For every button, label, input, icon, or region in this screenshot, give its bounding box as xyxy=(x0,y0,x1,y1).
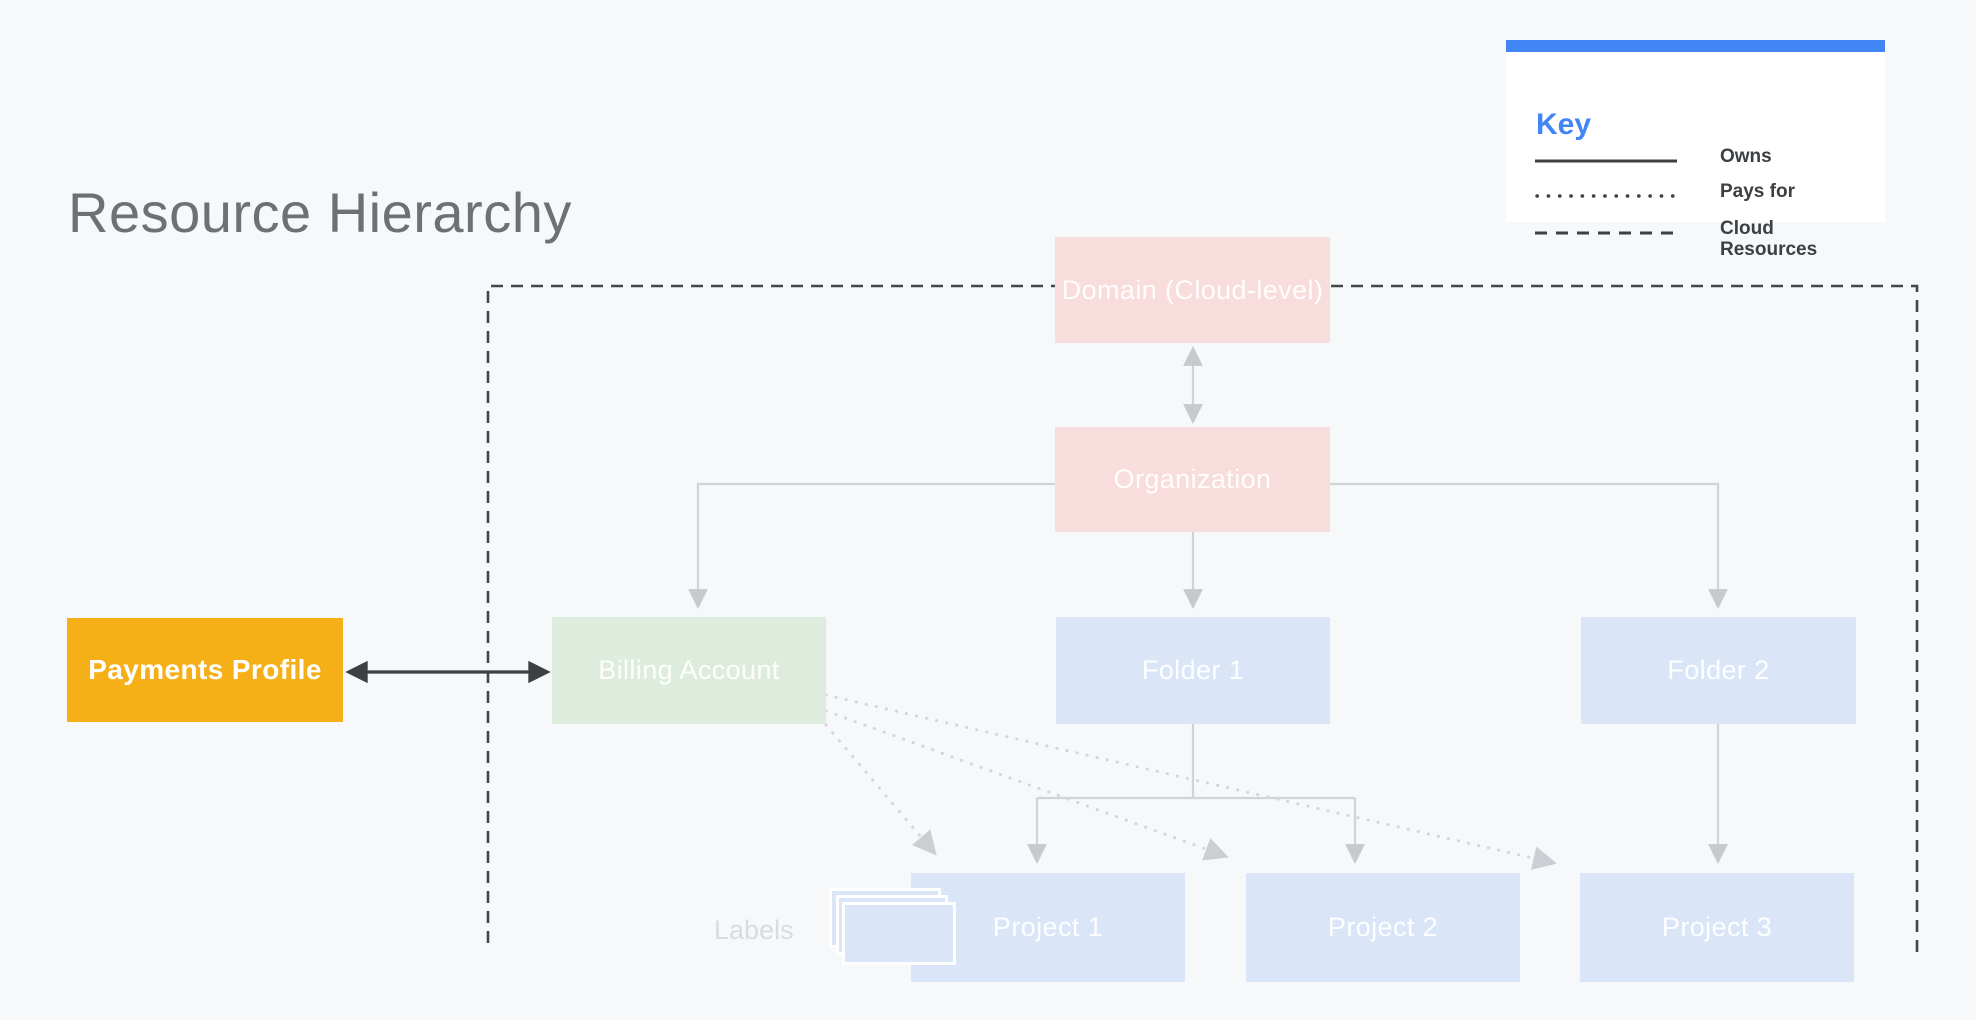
legend-accent-bar xyxy=(1506,40,1885,52)
node-domain-label: Domain (Cloud-level) xyxy=(1061,274,1324,305)
legend-label-owns: Owns xyxy=(1720,146,1772,167)
edge-organization-billing-account xyxy=(688,482,1055,609)
node-folder-2: Folder 2 xyxy=(1581,617,1856,724)
solid-line-sample-icon xyxy=(1535,159,1677,163)
node-folder-1: Folder 1 xyxy=(1056,617,1330,724)
node-payments-profile: Payments Profile xyxy=(67,618,343,722)
dashed-line-sample-icon xyxy=(1535,231,1677,235)
node-project-2: Project 2 xyxy=(1246,873,1520,982)
labels-caption: Labels xyxy=(714,915,794,945)
node-domain: Domain (Cloud-level) xyxy=(1055,237,1330,343)
legend-key-box: Key Owns Pays for Cloud Resources xyxy=(1506,40,1885,260)
node-billing-account-label: Billing Account xyxy=(598,655,780,685)
legend-label-pays-for: Pays for xyxy=(1720,181,1795,202)
node-folder-2-label: Folder 2 xyxy=(1667,655,1770,685)
edge-billing-project2 xyxy=(824,709,1229,861)
node-project-3-label: Project 3 xyxy=(1661,912,1773,942)
node-project-1: Project 1 xyxy=(911,873,1185,982)
edge-billing-project1 xyxy=(824,723,937,856)
node-project-1-label: Project 1 xyxy=(992,912,1104,942)
edge-organization-folder2 xyxy=(1330,482,1728,609)
labels-stacked-cards-icon xyxy=(829,888,961,970)
legend-title: Key xyxy=(1536,108,1592,141)
node-payments-profile-label: Payments Profile xyxy=(88,654,322,685)
node-organization-label: Organization xyxy=(1113,464,1272,494)
pays-for-edges xyxy=(824,693,1558,870)
owns-edges xyxy=(688,346,1728,864)
node-project-3: Project 3 xyxy=(1580,873,1854,982)
legend-label-cloud-resources: Cloud Resources xyxy=(1720,218,1818,260)
dotted-line-sample-icon xyxy=(1535,194,1677,198)
label-card-front xyxy=(842,902,956,965)
node-organization: Organization xyxy=(1055,427,1330,532)
node-folder-1-label: Folder 1 xyxy=(1141,655,1245,685)
edge-billing-project3 xyxy=(824,693,1558,870)
node-billing-account: Billing Account xyxy=(552,617,826,724)
page-title: Resource Hierarchy xyxy=(68,181,572,244)
node-project-2-label: Project 2 xyxy=(1327,912,1439,942)
